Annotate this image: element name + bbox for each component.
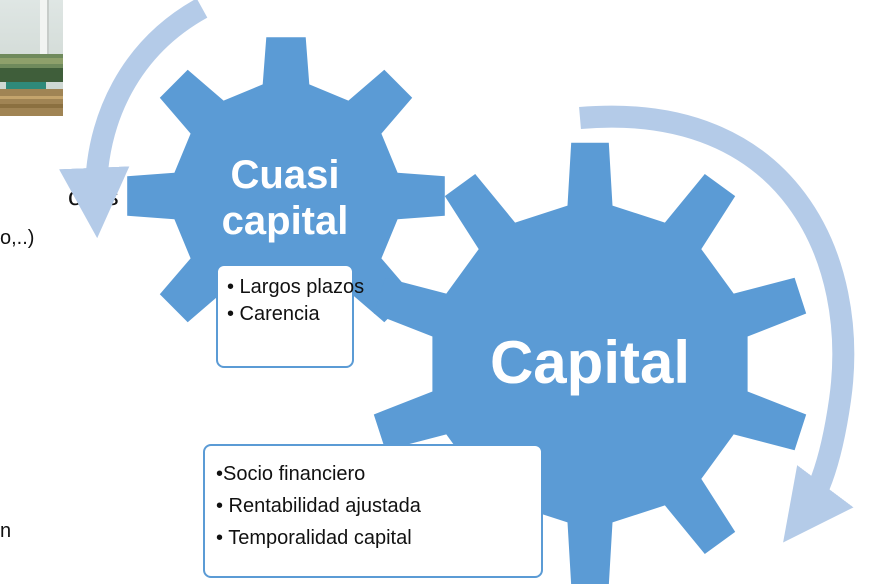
wind-turbine-photo bbox=[0, 0, 63, 116]
cut-text-3: n bbox=[0, 520, 12, 542]
callout-capital-item: •Socio financiero bbox=[216, 463, 366, 485]
callout-capital: •Socio financiero • Rentabilidad ajustada… bbox=[203, 444, 543, 578]
callout-capital-item: • Rentabilidad ajustada bbox=[216, 495, 421, 517]
cut-text-2: o,..) bbox=[0, 227, 35, 249]
large-gear-label: Capital bbox=[489, 329, 691, 396]
curved-arrow-left bbox=[59, 0, 208, 239]
small-gear-label-line2: capital bbox=[221, 199, 349, 243]
callout-cuasi-capital: • Largos plazos • Carencia bbox=[216, 264, 365, 368]
curved-arrow-right bbox=[579, 105, 855, 543]
small-gear-label-line1: Cuasi bbox=[230, 153, 340, 197]
callout-cuasi-capital-item: • Carencia bbox=[227, 303, 320, 325]
small-gear-label: Cuasi capital bbox=[200, 152, 370, 244]
callout-cuasi-capital-list: • Largos plazos • Carencia bbox=[227, 274, 365, 328]
callout-capital-item: • Temporalidad capital bbox=[216, 527, 412, 549]
callout-cuasi-capital-item: • Largos plazos bbox=[227, 276, 365, 298]
small-gear bbox=[127, 37, 445, 355]
callout-capital-list: •Socio financiero • Rentabilidad ajustada… bbox=[216, 458, 541, 554]
